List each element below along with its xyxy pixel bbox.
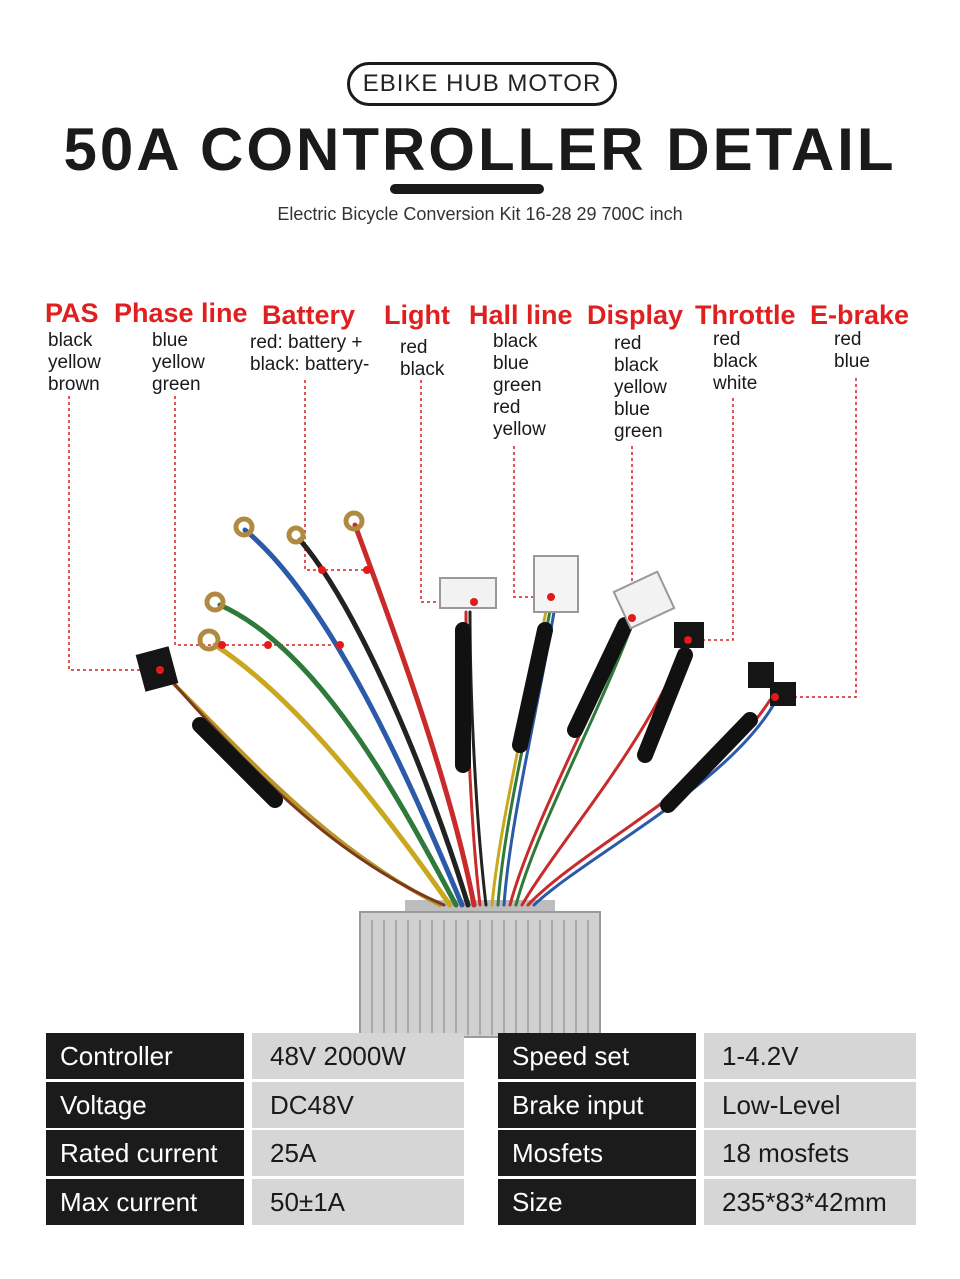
wire-color: black bbox=[713, 351, 758, 372]
label-pas: PAS bbox=[45, 298, 99, 328]
wires-phase-line: blue yellow green bbox=[152, 330, 205, 396]
wires-battery: red: battery + black: battery- bbox=[250, 332, 369, 376]
marker-dots bbox=[156, 566, 779, 701]
wire-color: red bbox=[614, 333, 642, 354]
wire-color: white bbox=[713, 373, 758, 394]
spec-key-voltage: Voltage bbox=[46, 1082, 244, 1128]
leader-phase-line bbox=[174, 396, 338, 646]
wire-color: black: battery- bbox=[250, 354, 370, 375]
controller-box bbox=[359, 900, 601, 1038]
wire-color: black bbox=[400, 359, 445, 380]
wire-color: blue bbox=[493, 353, 529, 374]
label-phase-line: Phase line bbox=[114, 298, 248, 328]
spec-key-speed-set: Speed set bbox=[498, 1033, 696, 1079]
wires-hall-line: black blue green red yellow bbox=[493, 331, 546, 441]
wire-bundle bbox=[168, 522, 776, 908]
label-battery: Battery bbox=[262, 300, 356, 330]
wire-color: blue bbox=[614, 399, 650, 420]
wire-color: brown bbox=[48, 374, 100, 395]
wire-color: yellow bbox=[48, 352, 101, 373]
connector-plugs bbox=[135, 555, 796, 706]
wire-color: blue bbox=[834, 351, 870, 372]
label-light: Light bbox=[384, 300, 450, 330]
wire-color: red: battery + bbox=[250, 332, 363, 353]
wires-pas: black yellow brown bbox=[48, 330, 101, 396]
title-underline bbox=[390, 184, 544, 194]
wire-color: yellow bbox=[493, 419, 546, 440]
wire-color: yellow bbox=[614, 377, 667, 398]
wire-color: green bbox=[614, 421, 663, 442]
wire-sleeves bbox=[192, 617, 758, 813]
wires-display: red black yellow blue green bbox=[614, 333, 667, 443]
spec-value-mosfets: 18 mosfets bbox=[704, 1130, 916, 1176]
wire-color: black bbox=[493, 331, 538, 352]
label-display: Display bbox=[587, 300, 684, 330]
leader-light bbox=[420, 380, 474, 603]
wires-light: red black bbox=[400, 337, 444, 381]
leader-throttle bbox=[688, 398, 734, 641]
wire-color: green bbox=[493, 375, 542, 396]
wires-e-brake: red blue bbox=[834, 329, 870, 373]
spec-value-speed-set: 1-4.2V bbox=[704, 1033, 916, 1079]
wire-color: black bbox=[48, 330, 93, 351]
spec-value-controller: 48V 2000W bbox=[252, 1033, 464, 1079]
label-throttle: Throttle bbox=[695, 300, 796, 330]
spec-key-brake-input: Brake input bbox=[498, 1082, 696, 1128]
spec-key-controller: Controller bbox=[46, 1033, 244, 1079]
ring-terminals bbox=[197, 510, 365, 652]
page-title: 50A CONTROLLER DETAIL bbox=[63, 116, 897, 183]
wire-color: red bbox=[834, 329, 862, 350]
label-hall-line: Hall line bbox=[469, 300, 573, 330]
wire-color: red bbox=[493, 397, 521, 418]
spec-value-max-current: 50±1A bbox=[252, 1179, 464, 1225]
spec-key-rated-current: Rated current bbox=[46, 1130, 244, 1176]
badge-ebike-hub-motor: EBIKE HUB MOTOR bbox=[347, 62, 617, 106]
spec-value-size: 235*83*42mm bbox=[704, 1179, 916, 1225]
wire-color: yellow bbox=[152, 352, 205, 373]
spec-key-mosfets: Mosfets bbox=[498, 1130, 696, 1176]
label-e-brake: E-brake bbox=[810, 300, 910, 330]
wire-color: green bbox=[152, 374, 201, 395]
spec-value-voltage: DC48V bbox=[252, 1082, 464, 1128]
page-subtitle: Electric Bicycle Conversion Kit 16-28 29… bbox=[277, 204, 683, 224]
wire-color: blue bbox=[152, 330, 188, 351]
spec-key-max-current: Max current bbox=[46, 1179, 244, 1225]
spec-value-brake-input: Low-Level bbox=[704, 1082, 916, 1128]
wire-color: black bbox=[614, 355, 659, 376]
badge-text: EBIKE HUB MOTOR bbox=[362, 70, 602, 97]
wire-color: red bbox=[713, 329, 741, 350]
leader-battery bbox=[304, 380, 366, 571]
spec-value-rated-current: 25A bbox=[252, 1130, 464, 1176]
spec-key-size: Size bbox=[498, 1179, 696, 1225]
leader-e-brake bbox=[775, 378, 857, 698]
wires-throttle: red black white bbox=[713, 329, 757, 395]
wire-color: red bbox=[400, 337, 428, 358]
leader-pas bbox=[68, 396, 158, 671]
